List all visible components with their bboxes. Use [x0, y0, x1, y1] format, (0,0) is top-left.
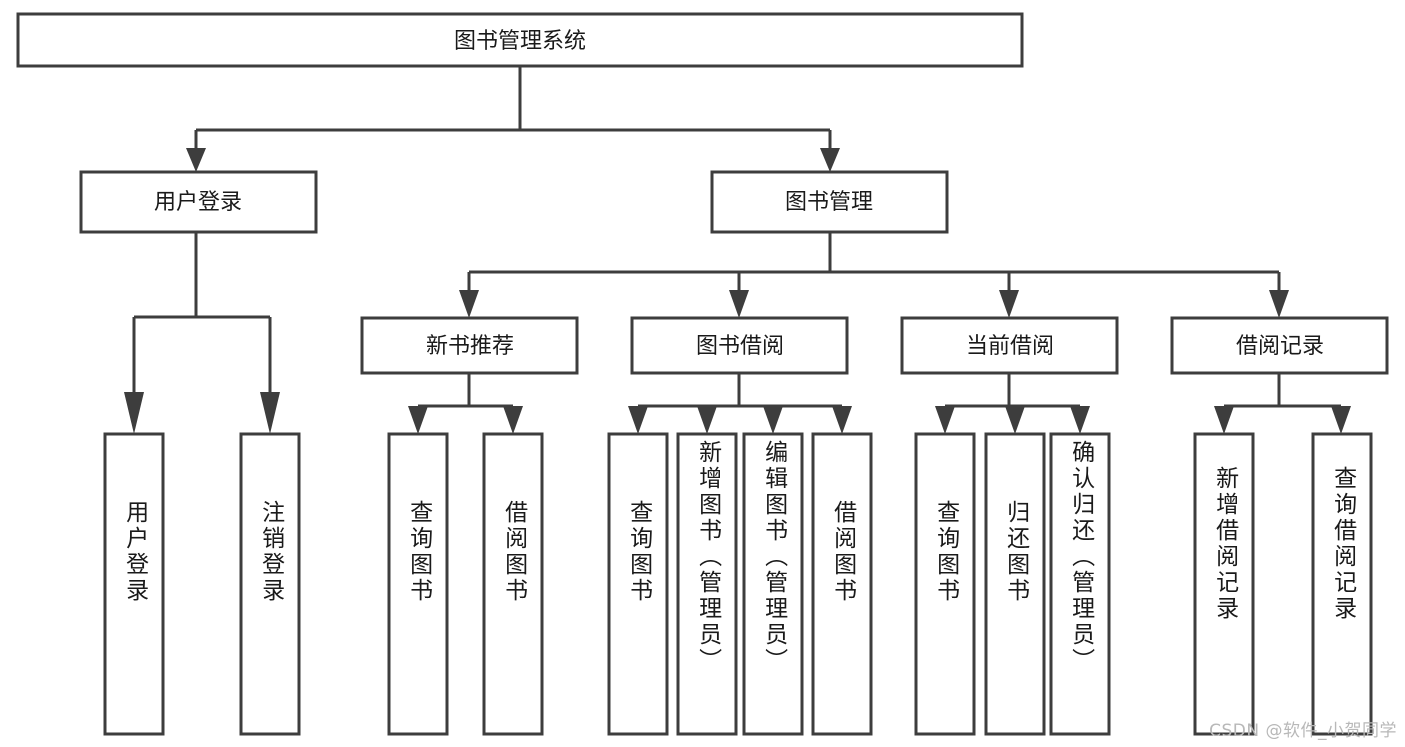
leaf-box-layer [103, 432, 1373, 736]
arrowhead-userlogin-leaf1 [124, 392, 144, 434]
node-borrow-record[interactable]: 借阅记录 [1170, 316, 1389, 375]
arrowhead-book-manage [820, 148, 840, 172]
node-book-borrow[interactable]: 图书借阅 [630, 316, 849, 375]
arrowhead-bookborrow-leaf4 [832, 406, 852, 434]
node-book-borrow-label: 图书借阅 [696, 334, 784, 359]
node-user-login-label: 用户登录 [154, 190, 242, 215]
node-new-book-recommend-box[interactable] [360, 316, 579, 375]
node-root[interactable]: 图书管理系统 [16, 12, 1024, 68]
node-borrow-record-label: 借阅记录 [1236, 334, 1324, 359]
leaf-box-user-login[interactable] [103, 432, 165, 736]
leaf-box-query-book-rec[interactable] [387, 432, 449, 736]
leaf-box-add-borrow-record[interactable] [1193, 432, 1255, 736]
leaf-box-query-book-current[interactable] [914, 432, 976, 736]
node-root-box[interactable] [16, 12, 1024, 68]
arrowhead-currentborrow-leaf1 [935, 406, 955, 434]
arrowhead-userlogin-leaf2 [260, 392, 280, 434]
arrowhead-bookborrow-leaf3 [763, 406, 783, 434]
arrowhead-borrowrecord-leaf1 [1214, 406, 1234, 434]
node-book-manage-box[interactable] [710, 170, 949, 234]
csdn-watermark: CSDN @软件_小贺同学 [1209, 721, 1397, 741]
leaf-box-confirm-return-admin[interactable] [1049, 432, 1111, 736]
arrowhead-currentborrow-leaf2 [1005, 406, 1025, 434]
arrowhead-new-book [459, 290, 479, 318]
arrowhead-bookborrow-leaf1 [628, 406, 648, 434]
node-current-borrow-label: 当前借阅 [966, 334, 1054, 359]
leaf-box-add-book-admin[interactable] [676, 432, 738, 736]
node-book-manage[interactable]: 图书管理 [710, 170, 949, 234]
node-new-book-recommend-label: 新书推荐 [426, 334, 514, 359]
arrowhead-bookborrow-leaf2 [697, 406, 717, 434]
arrowhead-current-borrow [999, 290, 1019, 318]
node-user-login-box[interactable] [79, 170, 318, 234]
node-user-login[interactable]: 用户登录 [79, 170, 318, 234]
node-current-borrow-box[interactable] [900, 316, 1119, 375]
arrowhead-currentborrow-leaf3 [1070, 406, 1090, 434]
node-root-label: 图书管理系统 [454, 29, 586, 54]
arrowhead-borrowrecord-leaf2 [1331, 406, 1351, 434]
arrowhead-book-borrow [729, 290, 749, 318]
leaf-box-edit-book-admin[interactable] [742, 432, 804, 736]
node-borrow-record-box[interactable] [1170, 316, 1389, 375]
node-current-borrow[interactable]: 当前借阅 [900, 316, 1119, 375]
arrowhead-newbook-leaf2 [503, 406, 523, 434]
node-book-manage-label: 图书管理 [785, 190, 873, 215]
leaf-box-logout[interactable] [239, 432, 301, 736]
connector-layer [124, 66, 1351, 434]
leaf-box-borrow-book[interactable] [811, 432, 873, 736]
node-book-borrow-box[interactable] [630, 316, 849, 375]
leaf-box-query-book-borrow[interactable] [607, 432, 669, 736]
leaf-box-query-borrow-record[interactable] [1311, 432, 1373, 736]
leaf-box-return-book[interactable] [984, 432, 1046, 736]
arrowhead-newbook-leaf1 [408, 406, 428, 434]
node-new-book-recommend[interactable]: 新书推荐 [360, 316, 579, 375]
leaf-box-borrow-book-rec[interactable] [482, 432, 544, 736]
arrowhead-borrow-record [1269, 290, 1289, 318]
arrowhead-user-login [186, 148, 206, 172]
